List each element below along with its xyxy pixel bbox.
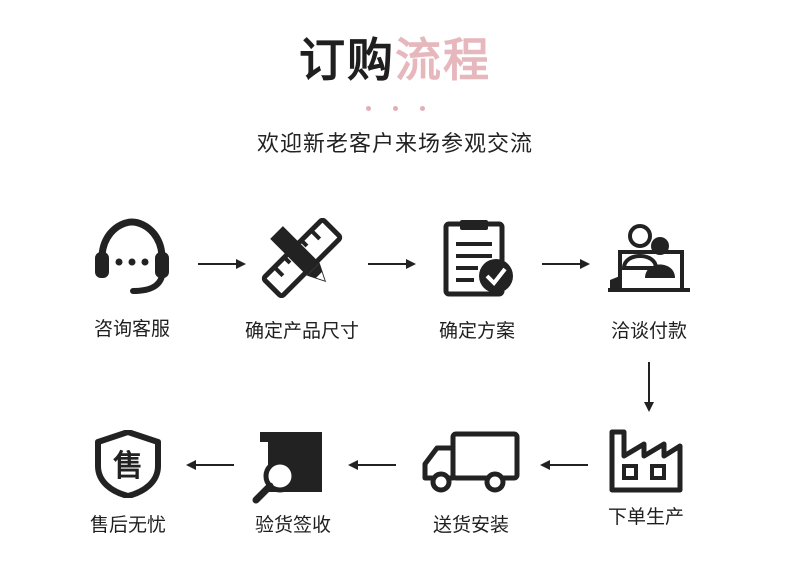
meeting-people-icon — [608, 224, 690, 292]
step-production: 下单生产 — [576, 424, 716, 529]
step-after-sales: 售 售后无忧 — [58, 430, 198, 537]
step-plan: 确定方案 — [407, 218, 547, 343]
step-label: 确定方案 — [438, 320, 515, 342]
step-size: 确定产品尺寸 — [232, 218, 372, 343]
arrow-right-icon — [198, 259, 246, 269]
box-search-icon — [252, 432, 322, 504]
step-inspection: 验货签收 — [223, 428, 363, 537]
arrow-down-icon — [644, 362, 654, 412]
title-part1: 订购 — [299, 33, 395, 87]
arrow-left-icon — [186, 460, 234, 470]
shield-char: 售 — [113, 449, 143, 484]
pencil-ruler-icon — [261, 218, 343, 298]
headset-icon — [95, 218, 169, 294]
step-label: 咨询客服 — [93, 318, 170, 340]
clipboard-check-icon — [443, 220, 513, 297]
arrow-right-icon — [542, 259, 590, 269]
step-delivery: 送货安装 — [401, 428, 541, 537]
decorative-dots — [0, 96, 790, 115]
arrow-right-icon — [368, 259, 416, 269]
step-label: 下单生产 — [607, 506, 684, 528]
step-label: 洽谈付款 — [610, 320, 687, 342]
truck-icon — [422, 431, 520, 493]
shield-icon: 售 — [95, 430, 161, 498]
step-label: 送货安装 — [432, 514, 509, 536]
step-payment: 洽谈付款 — [579, 218, 719, 343]
arrow-left-icon — [540, 460, 588, 470]
factory-icon — [609, 429, 683, 493]
step-label: 验货签收 — [254, 514, 331, 536]
page-title: 订购流程 — [0, 24, 790, 90]
step-consult: 咨询客服 — [62, 218, 202, 341]
step-label: 确定产品尺寸 — [244, 320, 359, 342]
title-part2: 流程 — [395, 33, 491, 87]
step-label: 售后无忧 — [89, 514, 166, 536]
subtitle: 欢迎新老客户来场参观交流 — [256, 132, 533, 157]
arrow-left-icon — [348, 460, 396, 470]
